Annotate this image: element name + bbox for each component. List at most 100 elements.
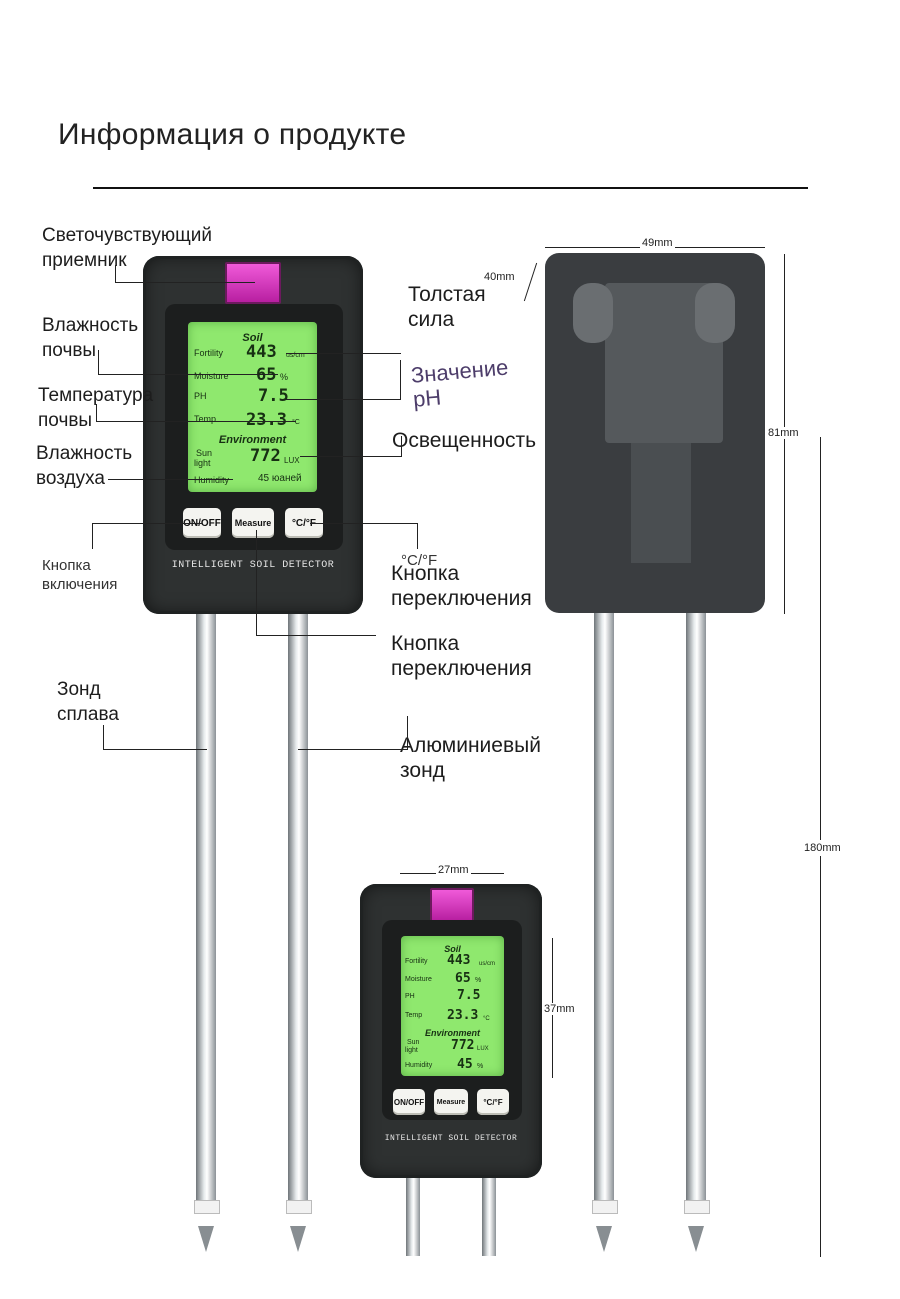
leader-line: [98, 350, 99, 374]
leader-line: [286, 353, 401, 354]
label-unit-symbol: °C/°F: [401, 552, 438, 569]
leader-line: [108, 479, 233, 480]
aluminum-probe-rod: [288, 612, 308, 1212]
back-probe-left: [594, 432, 614, 1212]
lcd-ph-value: 7.5: [258, 386, 289, 406]
lcd-fertility-unit: us/cm: [286, 352, 305, 359]
leader-line: [256, 530, 257, 635]
leader-line: [115, 282, 255, 283]
measure-button[interactable]: Measure: [232, 508, 274, 538]
lcd-humidity-value: 45 юаней: [258, 473, 302, 484]
soil-detector-small: Soil Fortility 443 us/cm Moisture 65 % P…: [360, 884, 542, 1178]
lcd-temp-value: 23.3: [246, 410, 287, 430]
dim-screen-width: 27mm: [436, 864, 471, 876]
probe-tip: [290, 1226, 306, 1252]
leader-line: [256, 635, 376, 636]
lcd-fertility-unit: us/cm: [479, 961, 496, 967]
warning-panel: [631, 443, 691, 563]
light-sensor-window: [225, 262, 281, 304]
probe-ring: [592, 1200, 618, 1214]
lcd-sun-value: 772: [250, 446, 281, 466]
lcd-fertility-value: 443: [246, 342, 277, 362]
brand-label: INTELLIGENT SOIL DETECTOR: [171, 560, 335, 571]
lcd-sun-label-1: Sun: [407, 1039, 420, 1046]
lcd-humidity-unit: %: [477, 1063, 484, 1070]
leader-line: [298, 749, 408, 750]
probe-tip: [688, 1226, 704, 1252]
dim-total-length: 180mm: [802, 840, 843, 856]
measure-button[interactable]: Measure: [434, 1089, 468, 1115]
label-thick-force: Толстая сила: [408, 283, 486, 331]
small-probe-right: [482, 1176, 496, 1256]
lcd-env-caption: Environment: [424, 1028, 480, 1038]
lcd-moisture-value: 65: [256, 365, 277, 385]
lcd-sun-label-1: Sun: [196, 448, 213, 458]
leader-line: [115, 265, 116, 282]
leader-line: [96, 421, 296, 422]
dim-back-depth: 40mm: [484, 271, 515, 283]
label-ph-value: Значение pH: [409, 354, 510, 412]
lcd-screen: Soil Fortility 443 us/cm Moisture 65 % P…: [401, 936, 504, 1076]
lcd-temp-value: 23.3: [447, 1008, 479, 1023]
dim-line: [523, 262, 538, 302]
leader-line: [417, 523, 418, 549]
lcd-moisture-label: Moisture: [405, 976, 432, 983]
label-illumination: Освещенность: [392, 429, 537, 452]
lcd-fertility-label: Fortility: [194, 348, 223, 358]
unit-toggle-button[interactable]: °C/°F: [477, 1089, 509, 1115]
power-button[interactable]: ON/OFF: [393, 1089, 425, 1115]
label-aluminum-probe: Алюминиевый зонд: [400, 734, 541, 782]
label-power-button: Кнопка включения: [42, 557, 118, 593]
leader-line: [103, 725, 104, 749]
lcd-sun-label-2: light: [405, 1047, 418, 1054]
lcd-ph-label: PH: [194, 391, 207, 401]
dim-back-height: 81mm: [766, 427, 801, 439]
label-air-humidity: Влажность воздуха: [36, 443, 133, 489]
probe-tip: [198, 1226, 214, 1252]
hinge-left: [573, 283, 613, 343]
lcd-fertility-value: 443: [447, 953, 471, 968]
label-switch-button-measure: Кнопка переключения: [391, 632, 532, 680]
lcd-humidity-label: Humidity: [194, 475, 230, 485]
dim-screen-height: 37mm: [542, 1003, 577, 1015]
label-soil-moisture: Влажность почвы: [42, 315, 139, 361]
lcd-sun-unit: LUX: [284, 456, 300, 465]
title-divider: [93, 187, 808, 189]
light-sensor-window: [430, 888, 474, 922]
lcd-sun-value: 772: [451, 1038, 475, 1053]
leader-line: [92, 523, 202, 524]
leader-line: [310, 523, 418, 524]
lcd-moisture-label: Moisture: [194, 371, 229, 381]
leader-line: [103, 749, 207, 750]
leader-line: [401, 436, 402, 456]
lcd-moisture-unit: %: [280, 372, 289, 382]
leader-line: [407, 716, 408, 749]
hinge-right: [695, 283, 735, 343]
lcd-sun-unit: LUX: [477, 1046, 489, 1052]
leader-line: [92, 523, 93, 549]
lcd-humidity-value: 45: [457, 1057, 473, 1072]
soil-detector-back: [545, 253, 765, 613]
probe-ring: [194, 1200, 220, 1214]
lcd-temp-label: Temp: [405, 1012, 423, 1019]
lcd-moisture-unit: %: [475, 977, 482, 984]
leader-line: [286, 399, 400, 400]
brand-label: INTELLIGENT SOIL DETECTOR: [384, 1134, 518, 1143]
label-soil-temperature: Температура почвы: [38, 385, 154, 431]
leader-line: [96, 404, 97, 421]
lcd-soil-caption: Soil: [444, 944, 461, 954]
lcd-screen: Soil Fortility 443 us/cm Moisture 65 % P…: [188, 322, 317, 492]
dim-back-width: 49mm: [640, 237, 675, 249]
lcd-ph-label: PH: [405, 993, 415, 1000]
lcd-env-caption: Environment: [218, 434, 287, 446]
label-light-receiver: Светочувствующий приемник: [42, 225, 212, 271]
probe-ring: [684, 1200, 710, 1214]
label-alloy-probe: Зонд сплава: [57, 679, 119, 725]
lcd-soil-caption: Soil: [242, 332, 263, 344]
leader-line: [300, 456, 402, 457]
lcd-ph-value: 7.5: [457, 988, 481, 1003]
leader-line: [98, 374, 278, 375]
probe-tip: [596, 1226, 612, 1252]
lcd-fertility-label: Fortility: [405, 958, 428, 965]
lcd-sun-label-2: light: [194, 458, 211, 468]
